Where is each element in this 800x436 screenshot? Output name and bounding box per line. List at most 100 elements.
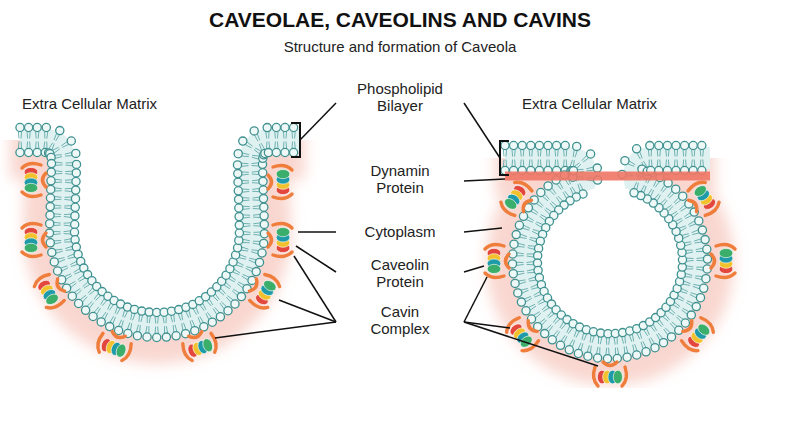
lipid-tail <box>71 283 77 287</box>
lipid-tail <box>672 322 677 327</box>
lipid-tail <box>526 220 533 223</box>
lipid-tail <box>605 348 607 355</box>
lipid-head <box>509 270 517 278</box>
lipid-tail <box>506 150 508 157</box>
lipid-tail <box>253 214 260 216</box>
cavin-complex <box>276 170 290 195</box>
lipid-tail <box>66 249 73 251</box>
lipid-head <box>692 303 700 311</box>
protein-complexes <box>22 164 735 386</box>
lipid-head <box>510 240 518 248</box>
lipid-head <box>259 195 267 203</box>
lipid-tail <box>249 260 256 263</box>
lipid-tail <box>252 171 259 173</box>
lipid-tail <box>697 257 704 259</box>
lipid-tail <box>251 252 258 254</box>
lipid-tail <box>244 231 251 233</box>
caveolin-protein <box>268 224 292 257</box>
lipid-tail <box>243 200 250 202</box>
lipid-tail <box>64 233 71 234</box>
caveolin-protein <box>485 245 509 278</box>
leader-line <box>300 103 336 140</box>
lipid-tail <box>522 290 528 293</box>
lipid-tail <box>661 185 665 191</box>
lipid-head <box>698 226 706 234</box>
cavin-subunit <box>613 370 622 384</box>
lipid-head <box>72 169 80 177</box>
lipid-tail <box>164 326 165 333</box>
lipid-head <box>234 178 242 186</box>
lipid-head <box>651 344 659 352</box>
lipid-tail <box>685 150 687 157</box>
lipid-head <box>47 177 55 185</box>
cytoplasm-halo <box>10 140 715 346</box>
caveolin-hairpin <box>268 233 272 247</box>
cavin-complex <box>254 278 278 307</box>
lipid-tail <box>529 150 531 157</box>
lipid-tail <box>102 301 107 306</box>
lipid-tail <box>531 150 533 157</box>
lipid-tail <box>608 348 610 355</box>
lipid-tail <box>659 320 663 326</box>
lipid-head <box>191 327 199 335</box>
lipid-tail <box>54 225 61 227</box>
lipid-tail <box>580 183 583 189</box>
lipid-tail <box>70 261 76 264</box>
lipid-tail <box>683 160 685 167</box>
lipid-tail <box>529 239 536 242</box>
lipid-tail <box>686 266 693 267</box>
lipid-tail <box>252 157 259 159</box>
lipid-tail <box>192 320 195 326</box>
cavin-subunit <box>276 170 290 179</box>
lipid-tail <box>54 216 61 217</box>
lipid-head <box>72 177 80 185</box>
lipid-tail <box>242 247 249 249</box>
caveolin-protein <box>683 179 722 220</box>
lipid-tail <box>236 265 243 267</box>
lipid-head <box>235 204 243 212</box>
lipid-tail <box>506 160 508 167</box>
lipid-tail <box>677 298 684 301</box>
lipid-tail <box>532 231 538 234</box>
cavin-complex <box>24 167 38 192</box>
lipid-tail <box>89 290 95 294</box>
part-label: Dynamin Protein <box>352 162 448 197</box>
lipid-head <box>703 255 711 263</box>
lipid-head <box>162 333 170 341</box>
lipid-tail <box>533 230 540 232</box>
lipid-tail <box>529 160 531 167</box>
lipid-head <box>33 148 41 156</box>
lipid-tail <box>608 338 610 345</box>
caveolin-cavin-complex <box>268 224 292 257</box>
lipid-tail <box>127 323 129 330</box>
lipid-tail <box>97 308 101 314</box>
lipid-tail <box>253 197 260 199</box>
leader-line <box>464 266 484 272</box>
lipid-head <box>544 141 552 149</box>
lipid-head <box>25 148 33 156</box>
lipid-tail <box>141 315 143 322</box>
lipid-tail <box>283 142 285 149</box>
cavin-complex <box>597 370 622 384</box>
lipid-tail <box>55 249 62 251</box>
lipid-tail <box>586 167 593 169</box>
lipid-tail <box>517 255 524 256</box>
lipid-tail <box>566 150 568 157</box>
lipid-head <box>264 149 272 157</box>
lipid-tail <box>243 206 250 208</box>
lipid-tail <box>512 150 514 157</box>
lipid-head <box>593 164 601 172</box>
lipid-head <box>50 258 58 266</box>
lipid-head <box>535 141 543 149</box>
caveolin-cavin-complex <box>683 179 722 220</box>
lipid-head <box>143 333 151 341</box>
lipid-tail <box>252 188 259 190</box>
lipid-tail <box>66 162 73 163</box>
lipid-tail <box>294 132 296 139</box>
lipid-head <box>689 141 697 149</box>
lipid-tail <box>203 303 206 309</box>
lipid-tail <box>54 134 57 141</box>
lipid-tail <box>131 323 132 330</box>
lipid-tail <box>207 312 211 318</box>
lipid-tail <box>196 307 199 314</box>
